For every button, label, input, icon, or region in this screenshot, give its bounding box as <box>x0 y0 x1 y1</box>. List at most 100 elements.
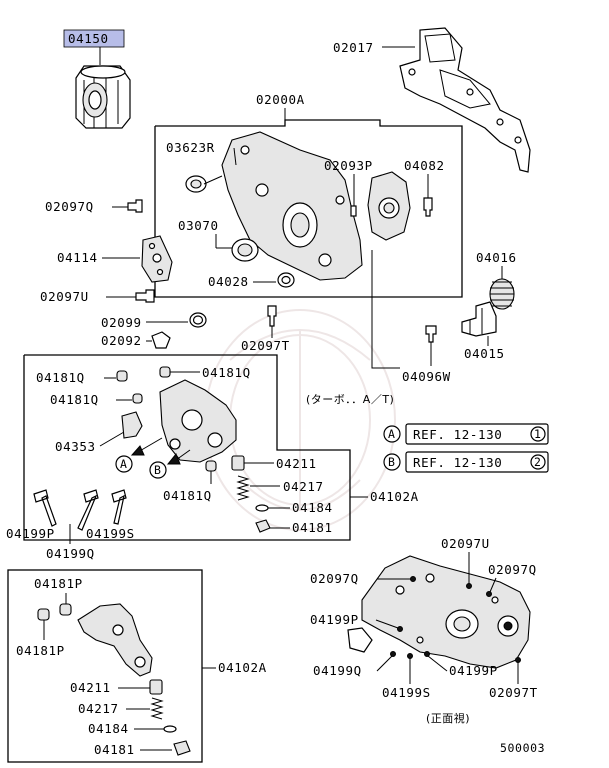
ref-page-b: 2 <box>534 455 542 469</box>
lower-pump-assy-group[interactable]: 04102A <box>202 660 267 675</box>
lower-04181p-b-group[interactable]: 04181P <box>16 608 65 658</box>
label-fv-02097t: 02097T <box>489 685 538 700</box>
plunger-04211-group[interactable]: 04211 <box>231 455 317 471</box>
label-04028: 04028 <box>208 274 249 289</box>
gasket-02017-group[interactable]: 02017 <box>333 27 531 173</box>
bolt-02097t-group[interactable]: 02097T <box>241 305 290 353</box>
front-case-frame <box>154 119 463 298</box>
label-lower-04184: 04184 <box>88 721 129 736</box>
label-04199p: 04199P <box>6 526 55 541</box>
label-fv-04199p-left: 04199P <box>310 612 359 627</box>
oring-04028-group[interactable]: 04028 <box>208 272 295 289</box>
lower-04184-group[interactable]: 04184 <box>88 721 177 736</box>
shaft-04015-group[interactable]: 04015 <box>461 301 505 361</box>
gasket-02092-group[interactable]: 02092 <box>101 331 171 349</box>
oil-seal-03623r-group[interactable]: 03623R <box>166 140 237 193</box>
washer-icon <box>255 504 269 512</box>
lower-pump-body <box>77 603 153 677</box>
label-04082: 04082 <box>404 158 445 173</box>
label-fv-02097u: 02097U <box>441 536 490 551</box>
label-04181q-a: 04181Q <box>36 370 85 385</box>
gear-04016-group[interactable]: 04016 <box>476 250 517 310</box>
label-03070: 03070 <box>178 218 219 233</box>
spring-04217-group[interactable]: 04217 <box>236 475 324 501</box>
oring-02099-group[interactable]: 02099 <box>101 312 207 330</box>
label-lower-04217: 04217 <box>78 701 119 716</box>
label-lower-04181p-a: 04181P <box>34 576 83 591</box>
plug-icon <box>116 370 128 382</box>
fv-02097u-group[interactable]: 02097U <box>441 536 490 589</box>
label-04211: 04211 <box>276 456 317 471</box>
gasket-icon <box>151 331 171 349</box>
bolt-02097q-left-group[interactable]: 02097Q <box>45 199 143 214</box>
oil-pump-icon <box>77 603 153 677</box>
label-04181q-d: 04181Q <box>163 488 212 503</box>
gasket-04184-group[interactable]: 04184 <box>255 500 333 515</box>
spring-icon <box>236 475 250 501</box>
arrow-marker-b: B <box>149 449 191 479</box>
lower-04181p-a-group[interactable]: 04181P <box>34 576 83 616</box>
front-view-note-text: (正面視) <box>426 711 470 725</box>
pump-assy-04102a-group[interactable]: 04102A <box>350 489 419 504</box>
part-number-highlight <box>63 29 125 48</box>
plug-icon <box>37 608 50 621</box>
bolt-04096w-group[interactable]: 04096W <box>371 250 451 384</box>
label-04217: 04217 <box>283 479 324 494</box>
bolt-icon <box>77 489 99 531</box>
plate-04114-group[interactable]: 04114 <box>57 235 173 283</box>
arrow-label-a: A <box>120 457 128 471</box>
plug-04181q-b-group[interactable]: 04181Q <box>159 365 251 380</box>
bolt-02097u-left-group[interactable]: 02097U <box>40 289 155 304</box>
fv-04199s-group[interactable]: 04199S <box>382 653 431 701</box>
plug-icon <box>159 366 171 378</box>
label-04199s: 04199S <box>86 526 135 541</box>
ref-text-a: REF. 12-130 <box>413 427 502 442</box>
plug-04181q-a-group[interactable]: 04181Q <box>36 370 128 385</box>
pin-02093p-group[interactable]: 02093P <box>324 158 373 217</box>
ref-box-a[interactable]: A REF. 12-130 1 <box>383 423 549 445</box>
ref-box-b[interactable]: B REF. 12-130 2 <box>383 451 549 473</box>
plug-04181q-c-group[interactable]: 04181Q <box>50 392 143 407</box>
front-view-note: (正面視) <box>426 711 470 725</box>
label-04015: 04015 <box>464 346 505 361</box>
oil-filter-group[interactable]: 04150 <box>63 29 131 129</box>
label-04184: 04184 <box>292 500 333 515</box>
lower-04217-group[interactable]: 04217 <box>78 697 164 720</box>
shaft-icon <box>461 301 497 337</box>
label-lower-04211: 04211 <box>70 680 111 695</box>
bolt-icon <box>33 489 57 527</box>
fv-02097t-group[interactable]: 02097T <box>489 657 538 701</box>
plug-04181-group[interactable]: 04181 <box>255 519 333 535</box>
fv-02097q-left-group[interactable]: 02097Q <box>310 571 416 586</box>
label-02097t: 02097T <box>241 338 290 353</box>
fv-04199q-group[interactable]: 04199Q <box>313 651 396 679</box>
arrow-marker-a: A <box>115 437 163 473</box>
plug-icon <box>173 740 191 756</box>
ref-marker-b: B <box>388 455 396 469</box>
turbo-note: (ターボ．．A／T) <box>306 393 394 406</box>
fv-02097q-right-group[interactable]: 02097Q <box>486 562 537 597</box>
lower-04181-group[interactable]: 04181 <box>94 740 191 757</box>
lower-04211-group[interactable]: 04211 <box>70 679 163 695</box>
spring-icon <box>150 697 164 720</box>
label-02093p: 02093P <box>324 158 373 173</box>
oil-pump-body <box>159 379 237 463</box>
valve-04353-group[interactable]: 04353 <box>55 411 143 454</box>
label-lower-04102a: 04102A <box>218 660 267 675</box>
bolt-icon <box>267 305 277 327</box>
seal-03070-group[interactable]: 03070 <box>178 218 259 262</box>
bolts-04199-group[interactable]: 04199P 04199S 04199Q <box>6 489 135 561</box>
bolt-icon <box>127 199 143 213</box>
label-04150: 04150 <box>68 31 109 46</box>
front-case-front-view-icon <box>361 555 531 669</box>
front-case-group[interactable]: 02000A <box>221 92 363 281</box>
valve-icon <box>121 411 143 439</box>
label-04114: 04114 <box>57 250 98 265</box>
bolt-04082-group[interactable]: 04082 <box>404 158 445 217</box>
lower-pump-frame <box>7 569 203 763</box>
fv-04199p-left-group[interactable]: 04199P <box>310 612 403 632</box>
label-fv-04199p-right: 04199P <box>449 663 498 678</box>
label-04181: 04181 <box>292 520 333 535</box>
plug-04181q-d-group[interactable]: 04181Q <box>163 460 217 503</box>
fv-04199p-right-group[interactable]: 04199P <box>424 651 498 679</box>
